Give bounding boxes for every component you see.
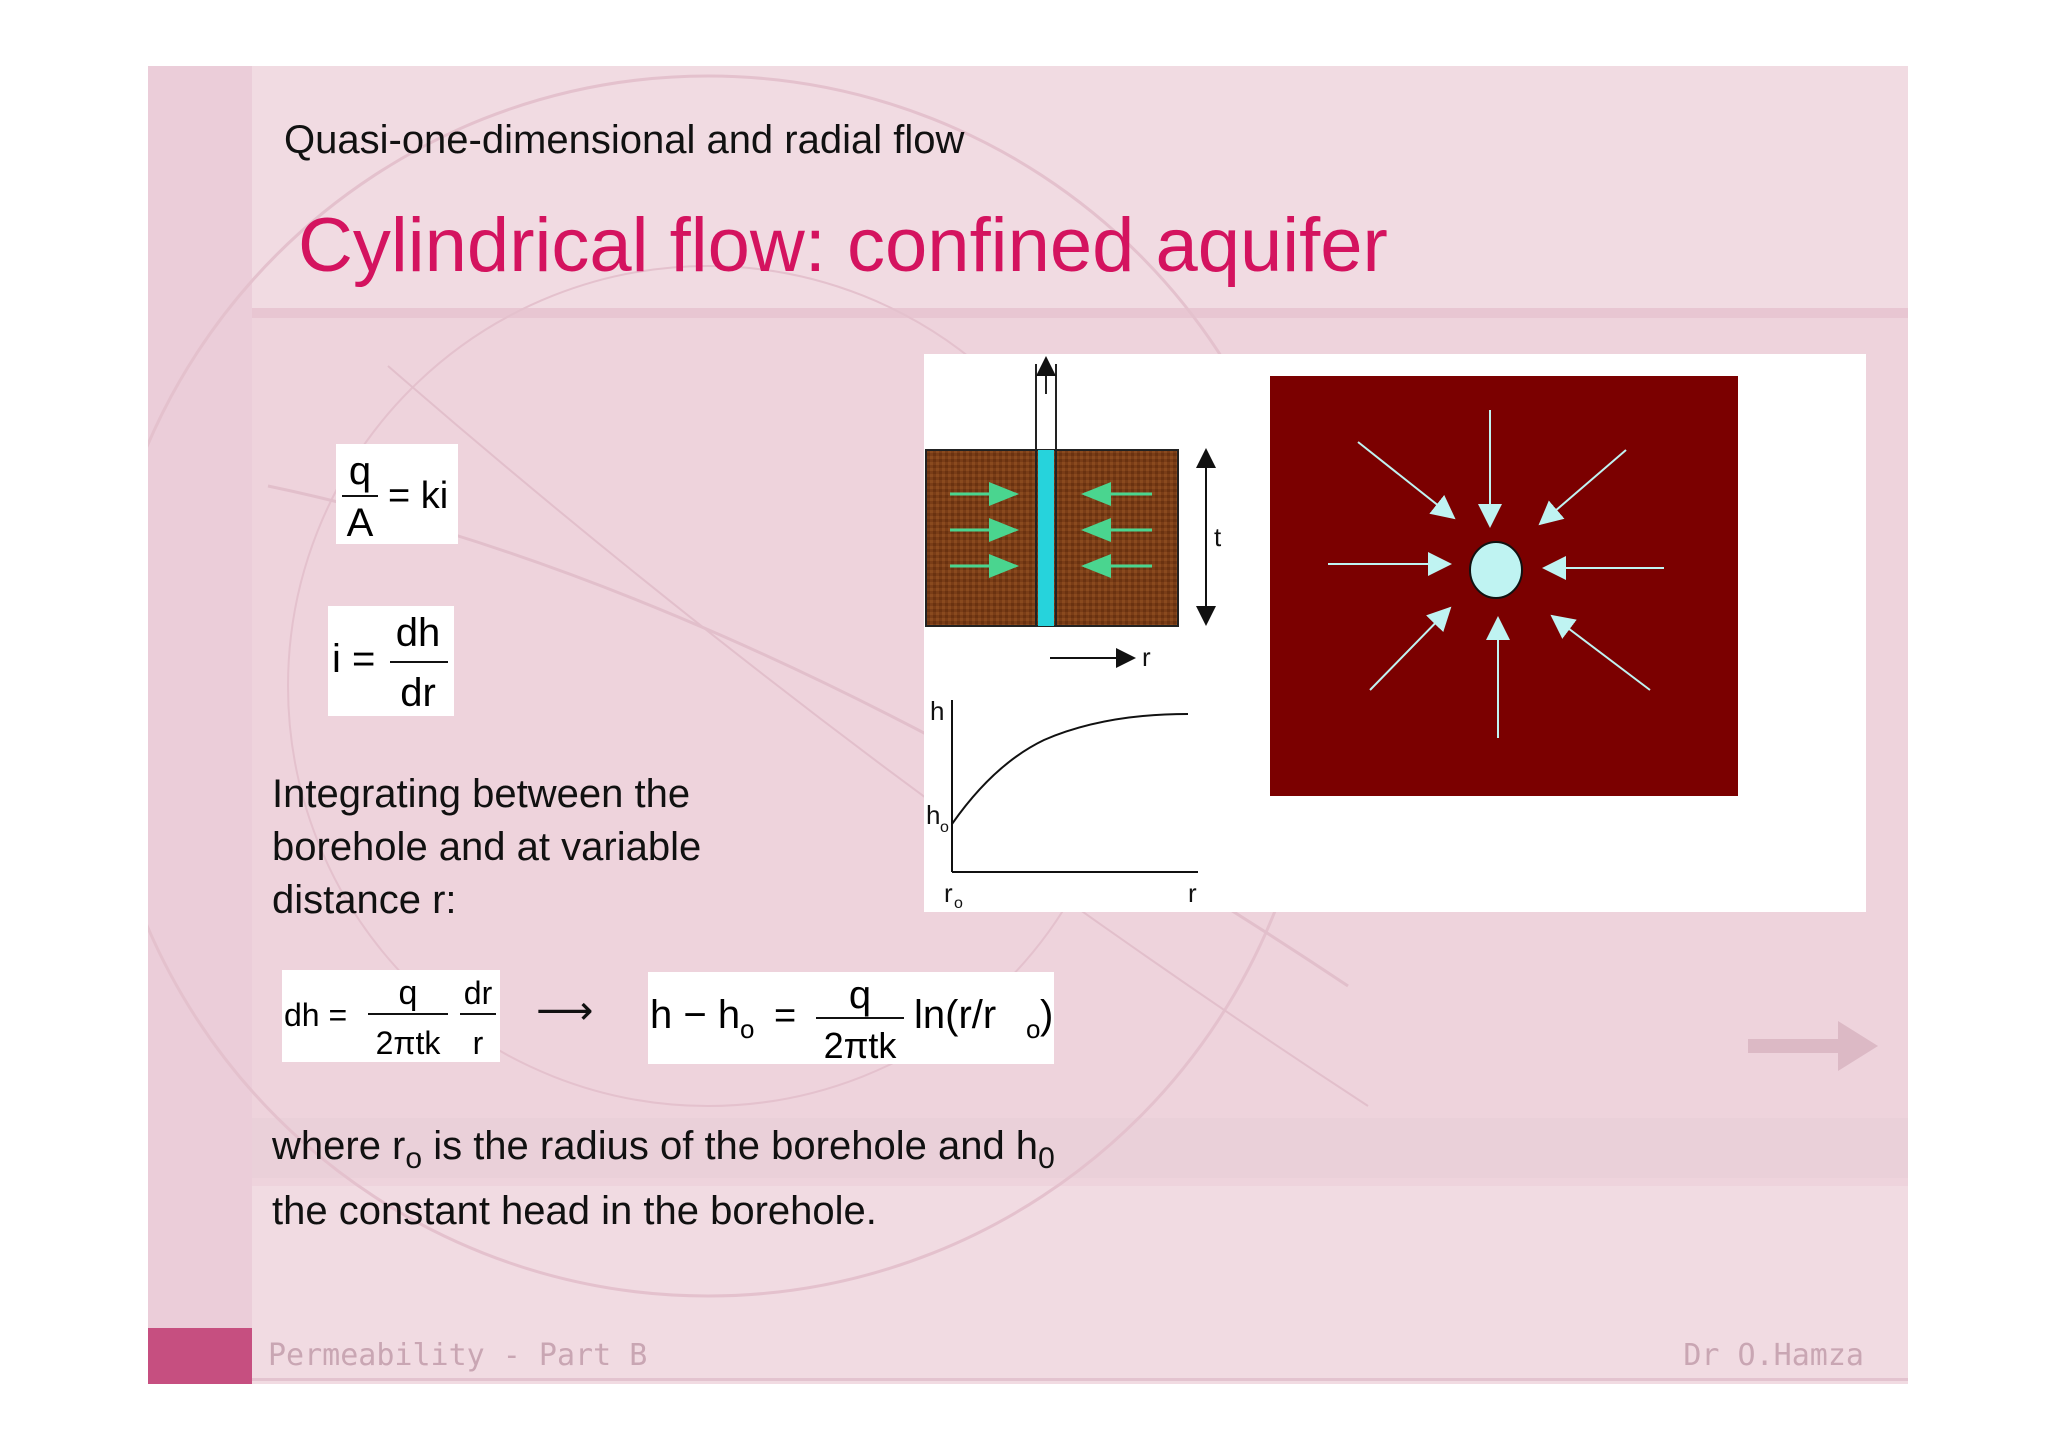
where-line-2: the constant head in the borehole. xyxy=(272,1189,877,1233)
eq2-lhs: i = xyxy=(332,637,375,681)
eq1-denominator: A xyxy=(347,501,374,544)
where-line-1: where ro is the radius of the borehole a… xyxy=(272,1120,1055,1185)
eq4-denominator: 2πtk xyxy=(824,1025,898,1064)
eq4-numerator: q xyxy=(849,973,871,1017)
equation-gradient: i = dh dr xyxy=(328,606,454,716)
eq4-log: ln(r/r xyxy=(914,993,996,1037)
label-thickness: t xyxy=(1214,522,1222,552)
head-graph: h h o r o r xyxy=(926,696,1198,912)
integrating-line-2: borehole and at variable xyxy=(272,825,702,869)
flow-arrow-se xyxy=(1550,614,1651,691)
where-text: where ro is the radius of the borehole a… xyxy=(272,1120,1055,1238)
eq3-frac1-num: q xyxy=(399,974,418,1012)
graph-x-label-ro: r xyxy=(944,878,953,908)
where-sub-1: o xyxy=(405,1142,423,1175)
integrating-line-1: Integrating between the xyxy=(272,772,691,816)
eq2-numerator: dh xyxy=(396,611,441,655)
equation-solution: h − h o = q 2πtk ln(r/r o ) xyxy=(648,972,1054,1066)
eq4-log-sub: o xyxy=(1026,1014,1040,1044)
eq3-frac1-den: 2πtk xyxy=(376,1025,442,1061)
flow-arrow-sw xyxy=(1369,606,1452,691)
eq2-denominator: dr xyxy=(400,671,436,715)
borehole-plan xyxy=(1469,541,1523,599)
label-radius: r xyxy=(1142,642,1151,672)
plan-view xyxy=(1270,376,1738,796)
slide-subtitle: Quasi-one-dimensional and radial flow xyxy=(284,118,965,162)
flow-arrow-nw xyxy=(1357,441,1456,520)
flow-arrow-ne xyxy=(1538,449,1627,526)
flow-diagram: t r h h o r o r xyxy=(925,356,1738,912)
graph-x-label-r: r xyxy=(1188,878,1197,908)
eq4-h-sub: o xyxy=(740,1014,754,1044)
eq3-frac2-num: dr xyxy=(464,975,493,1011)
eq3-frac2-den: r xyxy=(473,1025,484,1061)
implies-arrow: ⟶ xyxy=(536,989,594,1033)
eq1-numerator: q xyxy=(349,449,371,493)
graph-y-label-ho-sub: o xyxy=(940,819,949,836)
equation-q-over-a: q A = ki xyxy=(336,444,458,545)
slide: Quasi-one-dimensional and radial flow Cy… xyxy=(148,66,1908,1384)
integrating-text: Integrating between the borehole and at … xyxy=(272,768,701,927)
footer-right: Dr O.Hamza xyxy=(1683,1338,1864,1373)
slide-title: Cylindrical flow: confined aquifer xyxy=(298,203,1388,288)
flow-diagram-panel: t r h h o r o r xyxy=(924,354,1866,912)
head-curve xyxy=(951,713,1189,825)
graph-y-label: h xyxy=(930,696,944,726)
where-part-1: where r xyxy=(272,1124,406,1168)
eq3-lhs: dh = xyxy=(284,997,347,1033)
integrating-line-3: distance r: xyxy=(272,878,457,922)
section-view: t r xyxy=(925,356,1222,672)
eq4-equals: = xyxy=(774,995,796,1037)
borehole-water xyxy=(1038,450,1054,626)
footer-left: Permeability - Part B xyxy=(268,1338,648,1373)
eq4-h: h − h xyxy=(650,993,740,1037)
where-part-2: is the radius of the borehole and h xyxy=(422,1124,1039,1168)
eq1-rhs: = ki xyxy=(388,475,448,517)
equation-differential: dh = q 2πtk dr r xyxy=(282,970,500,1062)
graph-x-label-ro-sub: o xyxy=(954,895,963,912)
graph-y-label-ho: h xyxy=(926,800,940,830)
eq4-log-close: ) xyxy=(1040,993,1053,1037)
where-sub-2: 0 xyxy=(1038,1142,1055,1175)
